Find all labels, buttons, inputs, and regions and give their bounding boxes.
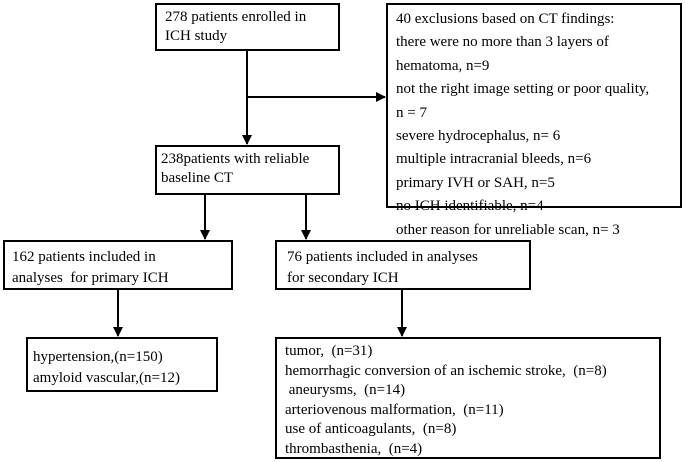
secondary-ich-box: 76 patients included in analyses for sec… [275,240,531,290]
secondary-line: for secondary ICH [287,270,399,286]
exclusions-line: n = 7 [396,104,427,121]
secondary-cause-item: use of anticoagulants, (n=8) [285,421,457,438]
exclusions-line: primary IVH or SAH, n=5 [396,174,555,191]
reliable-line: 238patients with reliable [161,151,310,167]
secondary-cause-item: tumor, (n=31) [285,343,373,359]
exclusions-box: 40 exclusions based on CT findings: ther… [386,3,682,238]
exclusions-line: not the right image setting or poor qual… [396,81,650,98]
exclusions-line: 40 exclusions based on CT findings: [396,11,615,27]
exclusions-line: other reason for unreliable scan, n= 3 [396,221,620,238]
secondary-cause-item: aneurysms, (n=14) [285,382,406,399]
primary-cause-item: hypertension,(n=150) [33,349,163,365]
exclusions-line: there were no more than 3 layers of [396,34,609,51]
primary-ich-box: 162 patients included in analyses for pr… [3,240,233,290]
primary-cause-item: amyloid vascular,(n=12) [33,370,180,386]
secondary-cause-item: hemorrhagic conversion of an ischemic st… [285,362,607,379]
secondary-line: 76 patients included in analyses [287,249,478,265]
secondary-cause-item: thrombasthenia, (n=4) [285,440,423,457]
exclusions-line: hematoma, n=9 [396,57,490,74]
primary-line: analyses for primary ICH [12,270,169,286]
reliable-line: baseline CT [161,170,234,186]
exclusions-line: multiple intracranial bleeds, n=6 [396,151,592,168]
enrolled-line: ICH study [165,28,228,44]
enrolled-line: 278 patients enrolled in [165,9,307,25]
secondary-cause-item: arteriovenous malformation, (n=11) [285,401,504,418]
exclusions-line: severe hydrocephalus, n= 6 [396,128,561,145]
primary-causes-box: hypertension,(n=150) amyloid vascular,(n… [26,337,218,392]
enrolled-box: 278 patients enrolled in ICH study [155,3,340,51]
primary-line: 162 patients included in [12,249,156,265]
exclusions-line: no ICH identifiable, n=4 [396,198,544,215]
reliable-ct-box: 238patients with reliable baseline CT [155,145,340,195]
secondary-causes-box: tumor, (n=31) hemorrhagic conversion of … [275,337,661,459]
